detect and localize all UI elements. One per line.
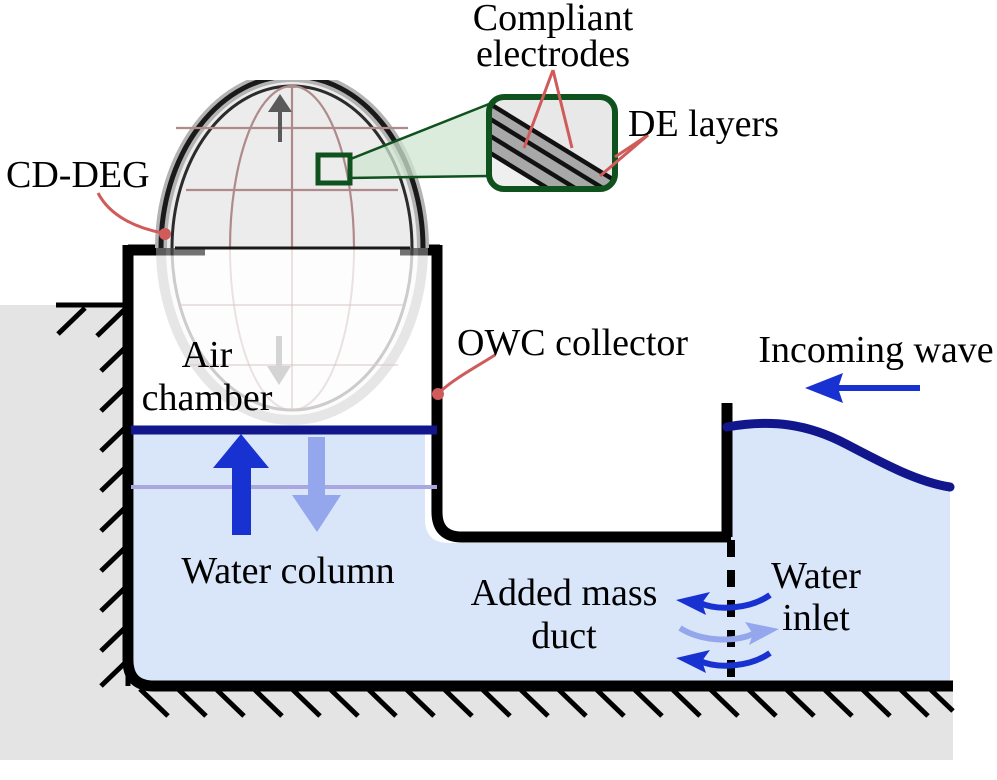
duct-flow-in-arc <box>678 625 755 643</box>
hatch-ticks-floor <box>138 687 955 718</box>
dome-expand-arrow-up-glyph <box>268 94 292 142</box>
motion-arrows <box>213 94 920 685</box>
label-de-layers: DE layers <box>628 103 779 145</box>
cd-deg-dome <box>155 80 429 425</box>
dome-ghost-hemisphere <box>156 248 428 425</box>
dome-longitudes <box>228 84 356 248</box>
leader-electrode-b <box>522 69 555 149</box>
de-layer-line-2 <box>490 112 614 188</box>
water-surfaces <box>131 418 955 492</box>
leader-cd-deg <box>96 192 164 235</box>
leader-electrode-a <box>551 69 574 149</box>
label-water-inlet-line2: inlet <box>782 597 850 639</box>
duct-flow-out-upper-arc <box>698 592 772 611</box>
callout-wedge-edge-top <box>347 102 490 162</box>
de-layer-line-4 <box>490 146 614 188</box>
dome-upper-hemisphere <box>155 80 429 248</box>
label-air-chamber-line1: Air <box>182 334 233 376</box>
dome-contract-arrow-down-glyph <box>267 336 291 385</box>
de-layer-line-3 <box>490 129 614 188</box>
seabed-hatching <box>56 302 955 718</box>
duct-circulation-arrows <box>676 592 779 673</box>
seabed-bottom-block <box>0 684 953 760</box>
dome-ghost-membrane <box>156 248 428 425</box>
duct-flow-out-upper-head <box>676 592 710 615</box>
water-rise-arrow-glyph <box>213 434 269 535</box>
label-owc-collector: OWC collector <box>457 322 688 364</box>
incoming-wave-profile <box>722 418 955 492</box>
leader-owc-collector-dot <box>432 388 444 400</box>
incoming-wave-arrow-head <box>805 373 843 403</box>
duct-flow-in-head <box>745 622 779 645</box>
water-body <box>134 423 950 684</box>
label-cd-deg: CD-DEG <box>6 154 150 196</box>
dome-ghost-latitudes <box>178 304 406 366</box>
dome-ghost-inner <box>170 248 414 412</box>
dome-expand-arrow-up <box>268 94 292 142</box>
hatch-ticks-left <box>56 306 130 688</box>
label-compliant-electrodes-line1: Compliant <box>473 0 634 39</box>
duct-flow-out-lower-arc <box>698 650 772 669</box>
water-fall-arrow-glyph <box>292 437 341 532</box>
chamber-water-fill <box>134 430 731 684</box>
label-added-mass-duct-line2: duct <box>531 615 597 657</box>
inset-panel-border[interactable] <box>486 94 618 192</box>
callout-wedge <box>348 104 489 178</box>
label-air-chamber-line2: chamber <box>142 377 273 419</box>
inset-panel-contents <box>490 98 614 188</box>
outer-sea-fill <box>731 423 950 684</box>
seabed-left-block <box>0 305 131 690</box>
diagram-labels: CD-DEG Compliant electrodes DE layers OW… <box>6 0 994 657</box>
label-compliant-electrodes-line2: electrodes <box>476 33 630 75</box>
dome-ghost-longitudes <box>229 248 355 411</box>
leader-cd-deg-dot <box>159 228 171 240</box>
label-incoming-wave: Incoming wave <box>758 329 993 371</box>
callout-source-rect[interactable] <box>315 152 353 186</box>
leader-owc-collector <box>438 353 496 394</box>
leader-lines <box>96 69 649 400</box>
dome-contract-arrow-down <box>267 336 291 385</box>
de-layer-callout <box>315 94 618 192</box>
duct-flow-out-lower-head <box>676 650 710 673</box>
water-rise-arrow <box>213 434 269 535</box>
label-added-mass-duct-line1: Added mass <box>471 572 658 614</box>
label-water-column: Water column <box>181 550 394 592</box>
water-fall-arrow <box>292 437 341 532</box>
callout-wedge-edge-bottom <box>347 174 490 180</box>
incoming-wave-arrow <box>805 373 920 403</box>
leader-de-layers-b <box>614 133 649 159</box>
collector-inner-wall <box>431 245 731 543</box>
label-water-inlet-line1: Water <box>771 555 861 597</box>
electrode-band-2 <box>490 116 614 188</box>
